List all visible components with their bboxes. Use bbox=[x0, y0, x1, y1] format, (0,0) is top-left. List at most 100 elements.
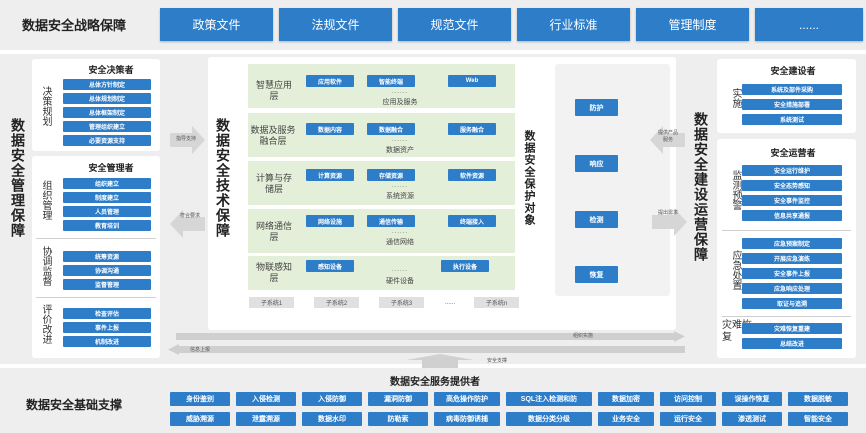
operator-item: 开展应急演练 bbox=[742, 253, 842, 264]
operator-item: 信息共享通报 bbox=[742, 210, 842, 221]
layer-item: Web bbox=[448, 75, 496, 87]
layer-item: 存储资源 bbox=[367, 169, 415, 181]
builder-item: 系统测试 bbox=[742, 114, 842, 125]
service-tile: 防勒索 bbox=[368, 412, 428, 426]
tab-regulation[interactable]: 法规文件 bbox=[279, 8, 392, 41]
service-tile: 渗透测试 bbox=[722, 412, 782, 426]
layer-dots: ...... bbox=[391, 267, 408, 273]
layer-caption: 通信网络 bbox=[386, 239, 414, 246]
security-manager-title: 安全管理者 bbox=[88, 163, 134, 173]
layer-item: 感知设备 bbox=[306, 260, 354, 272]
layer-dots: ...... bbox=[391, 183, 408, 189]
layer-item: 通信传输 bbox=[367, 215, 415, 227]
operation-title: 数据安全建设运营保障 bbox=[693, 112, 709, 262]
manager-item: 协调沟通 bbox=[63, 265, 151, 276]
org-impl-arrow bbox=[176, 331, 685, 342]
tab-specification[interactable]: 规范文件 bbox=[398, 8, 511, 41]
decision-item: 必要资源支持 bbox=[63, 135, 151, 146]
comply-label: 符合要求 bbox=[180, 213, 201, 219]
builder-title: 安全建设者 bbox=[770, 66, 816, 76]
subsystem-chip: ...... bbox=[444, 299, 455, 306]
decision-item: 总体框架制定 bbox=[63, 107, 151, 118]
subsystem-chip: 子系统2 bbox=[314, 297, 359, 308]
decision-item: 管理组织建立 bbox=[63, 121, 151, 132]
layer-item: 软件资源 bbox=[448, 169, 496, 181]
operator-item: 应急响应处理 bbox=[742, 283, 842, 294]
request-arrow bbox=[652, 208, 687, 236]
manager-item: 检查评估 bbox=[63, 308, 151, 319]
layer-name: 智慧应用层 bbox=[255, 80, 292, 101]
monitor-label: 监测预警 bbox=[730, 170, 741, 210]
emergency-label: 应急处置 bbox=[730, 250, 741, 290]
info-report-arrow bbox=[168, 344, 685, 355]
layer-item: 服务融合 bbox=[448, 123, 496, 135]
provide-label: 提供产品服务 bbox=[657, 130, 678, 143]
layer-dots: ...... bbox=[391, 137, 408, 143]
operator-item: 安全态势感知 bbox=[742, 180, 842, 191]
layer-name: 计算与存储层 bbox=[255, 173, 292, 194]
layer-item: 应用软件 bbox=[306, 75, 354, 87]
layer-dots: ...... bbox=[391, 229, 408, 235]
strategy-title: 数据安全战略保障 bbox=[22, 18, 127, 33]
manager-item: 事件上报 bbox=[63, 322, 151, 333]
comply-arrow bbox=[170, 210, 205, 238]
tab-policy[interactable]: 政策文件 bbox=[160, 8, 273, 41]
layer-row bbox=[248, 161, 515, 205]
provide-arrow bbox=[650, 126, 685, 154]
service-tile: 身份鉴别 bbox=[170, 392, 230, 406]
layer-name: 数据及服务融合层 bbox=[250, 125, 296, 146]
service-tile: 泄露溯源 bbox=[236, 412, 296, 426]
divider bbox=[722, 230, 851, 231]
service-tile: 入侵防御 bbox=[302, 392, 362, 406]
request-label: 提出需求 bbox=[658, 210, 679, 216]
service-tile: 数据水印 bbox=[302, 412, 362, 426]
service-tile: 病毒防御诱捕 bbox=[434, 412, 500, 426]
guide-arrow bbox=[170, 126, 205, 154]
management-title: 数据安全管理保障 bbox=[10, 118, 26, 238]
operator-item: 安全事件上报 bbox=[742, 268, 842, 279]
service-tile: 误操作恢复 bbox=[722, 392, 782, 406]
operator-item: 取证与追溯 bbox=[742, 298, 842, 309]
protect-title: 数据安全保护对象 bbox=[523, 130, 535, 226]
layer-item: 终端接入 bbox=[448, 215, 496, 227]
decision-maker-title: 安全决策者 bbox=[88, 65, 134, 75]
disaster-label: 灾难恢复 bbox=[722, 320, 752, 343]
layer-item: 数据融合 bbox=[367, 123, 415, 135]
guide-label: 指导支持 bbox=[176, 136, 197, 142]
divider bbox=[36, 238, 156, 239]
divider bbox=[36, 297, 156, 298]
service-tile: 威胁溯源 bbox=[170, 412, 230, 426]
subsystem-chip: 子系统1 bbox=[249, 297, 294, 308]
operator-title: 安全运营者 bbox=[770, 148, 816, 158]
manager-item: 教育培训 bbox=[63, 220, 151, 231]
manager-item: 监督管理 bbox=[63, 279, 151, 290]
service-tile: 智能安全 bbox=[788, 412, 848, 426]
builder-item: 系统及部件采购 bbox=[742, 84, 842, 95]
safety-support-arrow bbox=[406, 354, 474, 368]
divider bbox=[722, 316, 851, 317]
layer-name: 物联感知层 bbox=[255, 262, 292, 283]
manager-item: 制度建立 bbox=[63, 192, 151, 203]
tech-title: 数据安全技术保障 bbox=[215, 118, 231, 238]
service-tile: 高危操作防护 bbox=[434, 392, 500, 406]
layer-caption: 硬件设备 bbox=[386, 278, 414, 285]
subsystem-chip: 子系统n bbox=[474, 297, 519, 308]
layer-item: 计算资源 bbox=[306, 169, 354, 181]
tab-industry-standard[interactable]: 行业标准 bbox=[517, 8, 630, 41]
layer-item: 智能终端 bbox=[367, 75, 415, 87]
service-tile: 数据加密 bbox=[598, 392, 654, 406]
manager-item: 统筹资源 bbox=[63, 251, 151, 262]
subsystem-chip: 子系统3 bbox=[379, 297, 424, 308]
tab-management-system[interactable]: 管理制度 bbox=[636, 8, 749, 41]
service-tile: 运行安全 bbox=[660, 412, 716, 426]
manager-item: 机制改进 bbox=[63, 336, 151, 347]
evaluate-label: 评价改进 bbox=[40, 304, 51, 344]
protect-item: 响应 bbox=[575, 155, 618, 172]
foundation-title: 数据安全基础支撑 bbox=[26, 398, 123, 412]
info-report-label: 信息上报 bbox=[190, 347, 211, 353]
tab-more[interactable]: ...... bbox=[755, 8, 863, 41]
service-tile: SQL注入检测和防 bbox=[506, 392, 592, 406]
operator-item: 安全事件监控 bbox=[742, 195, 842, 206]
provider-title: 数据安全服务提供者 bbox=[390, 377, 480, 388]
builder-group-label: 实施 bbox=[730, 88, 741, 108]
